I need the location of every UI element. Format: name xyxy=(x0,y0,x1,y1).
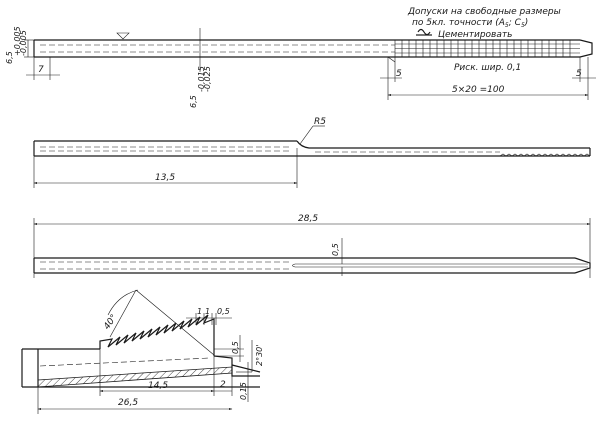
note-cement: Цементировать xyxy=(438,30,512,40)
dim-mid-tol-lower: -0,025 xyxy=(203,66,212,92)
teeth-len: 14,5 xyxy=(148,381,168,391)
tooth-land: 0,5 xyxy=(217,307,230,316)
dim-knurl-total: 5×20 =100 xyxy=(452,85,505,95)
angle-label: 40° xyxy=(102,313,119,332)
surface-finish-icon xyxy=(116,32,130,40)
slot-width: 0,5 xyxy=(331,243,340,256)
dim-step-right: 5 xyxy=(576,69,582,79)
dim-left-tol-upper: +0,005 xyxy=(13,26,22,56)
tolerance-notes: Допуски на свободные размеры по 5кл. точ… xyxy=(407,7,561,40)
knurl-note: Риск. шир. 0,1 xyxy=(454,63,521,73)
knurl-grid xyxy=(394,40,580,57)
view-3: 28,5 0,5 xyxy=(33,214,591,278)
detail-view: 40° 1 1 0,5 0,5 2°30' 0,15 2 14,5 26,5 xyxy=(21,289,264,414)
radius-label: R5 xyxy=(314,117,326,127)
overall-length: 28,5 xyxy=(298,214,318,224)
hatched-wall xyxy=(37,366,233,388)
dim-left-len: 7 xyxy=(38,65,44,75)
pitch-1: 1 xyxy=(197,307,202,316)
dim-left-tol-lower: -0,005 xyxy=(19,30,28,56)
dim-left-height: 6,5 xyxy=(5,51,14,64)
end-len: 2 xyxy=(220,380,226,390)
note-line2: по 5кл. точности (A5; C5) xyxy=(412,18,528,29)
wall-thickness: 0,15 xyxy=(239,382,248,400)
taper-angle: 2°30' xyxy=(255,345,264,366)
dim-mid-tol-upper: -0,015 xyxy=(197,66,206,92)
saw-teeth xyxy=(99,314,215,356)
note-line1: Допуски на свободные размеры xyxy=(407,7,561,17)
dim-step-left: 5 xyxy=(396,69,402,79)
length-label: 13,5 xyxy=(155,173,175,183)
view-1-side: 6,5 +0,005 -0,005 7 6,5 -0,015 -0,025 Ри… xyxy=(5,26,596,108)
total-len: 26,5 xyxy=(118,398,138,408)
pitch-2: 1 xyxy=(205,307,210,316)
cement-symbol-icon xyxy=(416,28,432,36)
dim-mid-height: 6,5 xyxy=(189,95,198,108)
tooth-height: 0,5 xyxy=(231,341,240,354)
view-2: R5 13,5 xyxy=(33,117,591,188)
